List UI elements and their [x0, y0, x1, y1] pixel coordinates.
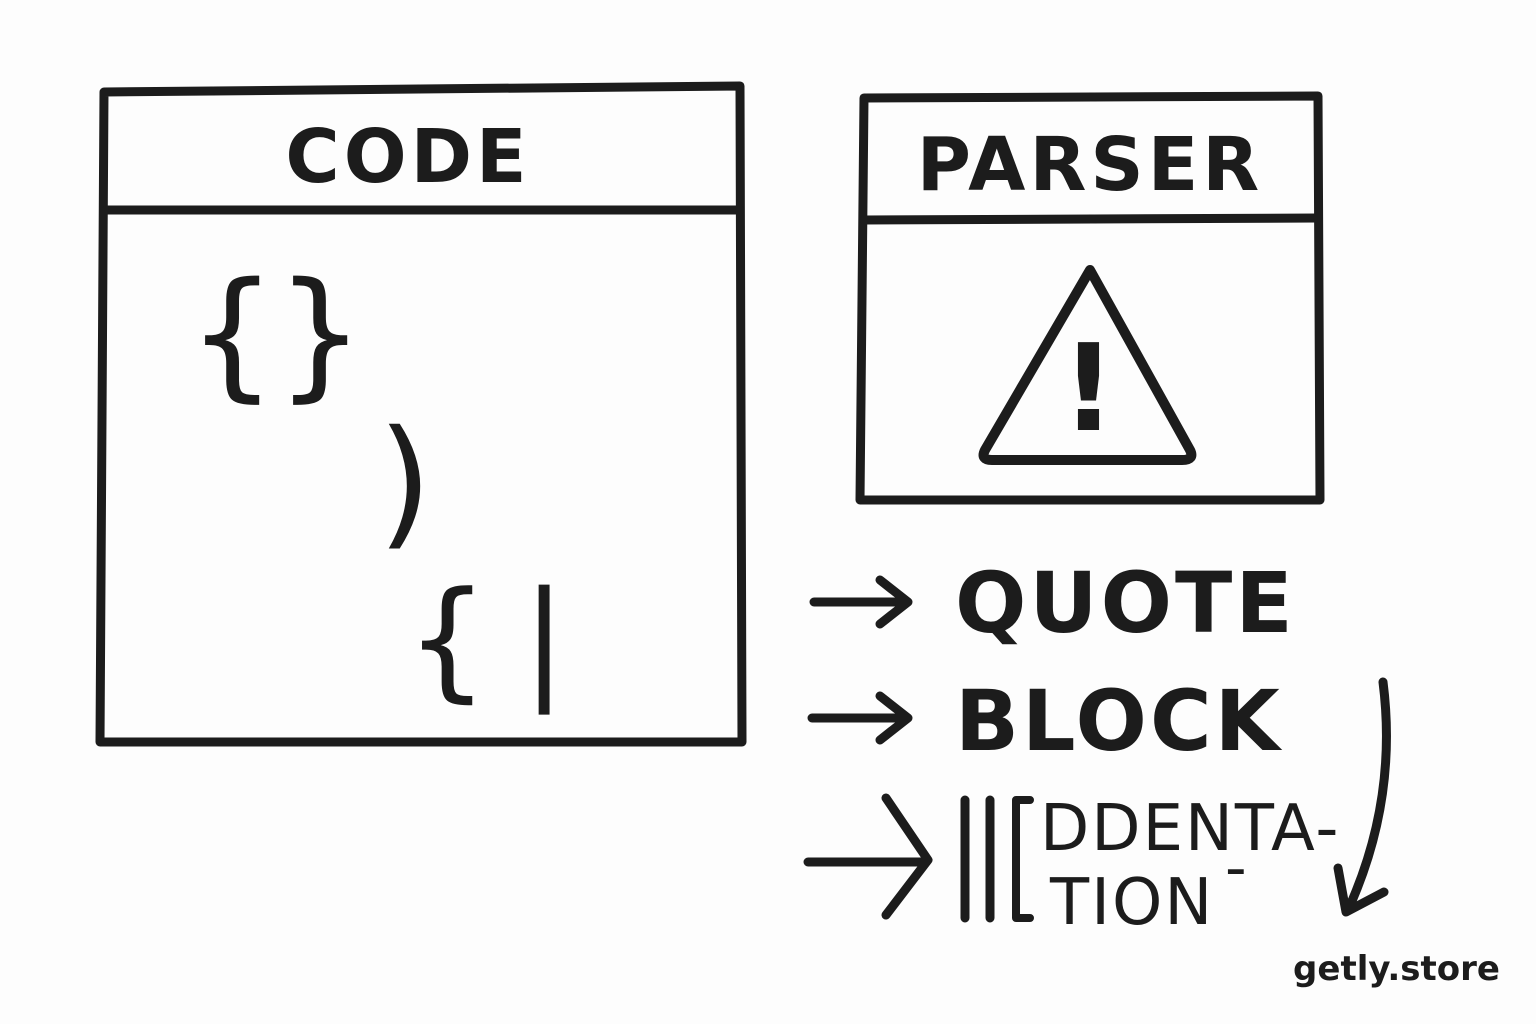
code-panel-title: CODE — [285, 114, 530, 200]
indentation-dash: - — [1225, 833, 1249, 903]
code-close-paren: ) — [365, 401, 449, 564]
arrow-right-icon — [807, 691, 913, 745]
parser-panel-title: PARSER — [917, 122, 1264, 208]
quote-row: QUOTE — [809, 554, 1296, 652]
parser-panel-header-divider — [859, 213, 1323, 225]
warning-icon — [978, 265, 1197, 465]
parser-panel-frame — [855, 91, 1325, 505]
code-open-brace: { — [190, 253, 274, 416]
curved-arrow-down-icon — [1333, 677, 1391, 917]
indent-bracket — [1012, 796, 1034, 922]
watermark-text: getly.store — [1293, 949, 1500, 989]
indentation-label-line1: DDENTA- — [1040, 792, 1340, 866]
code-open-brace-lower: { — [408, 563, 486, 715]
block-row: BLOCK — [807, 672, 1283, 770]
code-cursor-bar: | — [505, 563, 583, 715]
parser-panel: PARSER ! — [855, 91, 1325, 505]
code-panel: CODE { } ) { | — [95, 81, 747, 747]
block-label: BLOCK — [955, 672, 1283, 770]
large-arrow-right-icon — [803, 793, 933, 920]
warning-exclamation: ! — [1061, 320, 1119, 459]
indent-double-bar — [960, 795, 995, 923]
quote-label: QUOTE — [955, 554, 1296, 652]
arrow-right-icon — [809, 575, 913, 629]
code-close-brace: } — [278, 253, 362, 416]
code-panel-frame — [95, 81, 747, 747]
indentation-label-line2: TION — [1049, 866, 1214, 940]
indentation-row: DDENTA- TION - — [803, 792, 1340, 940]
